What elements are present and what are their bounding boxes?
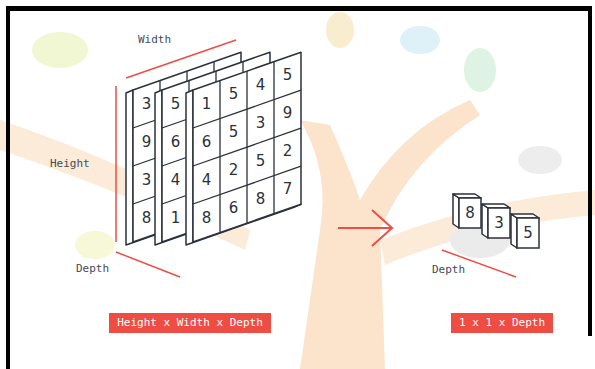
cell-value: 5 <box>256 154 266 169</box>
axis-label: Depth <box>432 264 465 275</box>
cell-value: 9 <box>283 106 293 121</box>
grid-line <box>193 128 301 166</box>
cell-value: 6 <box>229 201 239 216</box>
cell-value: 8 <box>256 192 266 207</box>
cell-value: 4 <box>202 173 212 188</box>
cell-value: 8 <box>202 211 212 226</box>
panel-face <box>193 52 301 242</box>
cell-value: 1 <box>202 97 212 112</box>
cell-value: 6 <box>202 135 212 150</box>
cell-value: 4 <box>256 78 266 93</box>
cell-value: 2 <box>229 163 239 178</box>
cell-value: 8 <box>142 211 152 226</box>
cube-face <box>459 198 481 228</box>
cell-value: 3 <box>256 116 266 131</box>
axis-label: Width <box>138 34 171 45</box>
cell-value: 5 <box>229 87 239 102</box>
box-text: Height x Width x Depth <box>117 316 263 329</box>
cell-value: 3 <box>142 173 152 188</box>
pooled-value: 3 <box>494 216 504 231</box>
cell-value: 5 <box>229 125 239 140</box>
axis-label: Depth <box>76 263 109 274</box>
red-label-box: 1 x 1 x Depth <box>451 313 553 333</box>
arrow-symbol <box>338 210 392 246</box>
cell-value: 5 <box>283 68 293 83</box>
axis-label: Height <box>50 158 90 169</box>
cell-value: 6 <box>171 135 181 150</box>
height-line <box>115 86 117 242</box>
cube-face <box>488 208 510 238</box>
cell-value: 9 <box>142 135 152 150</box>
box-text: 1 x 1 x Depth <box>459 316 545 329</box>
cell-value: 7 <box>283 182 293 197</box>
depth-line <box>116 252 180 277</box>
grid-line <box>193 166 301 204</box>
cell-value: 1 <box>171 211 181 226</box>
cell-value: 5 <box>171 97 181 112</box>
cell-value: 4 <box>171 173 181 188</box>
pooled-value: 8 <box>465 206 475 221</box>
cube-side <box>453 194 459 228</box>
red-label-box: Height x Width x Depth <box>109 313 271 333</box>
cell-value: 2 <box>283 144 293 159</box>
grid-line <box>273 62 274 214</box>
cell-value: 3 <box>142 97 152 112</box>
cube-face <box>517 218 539 248</box>
cube-side <box>482 204 488 238</box>
pooled-value: 5 <box>523 226 533 241</box>
cube-side <box>511 214 517 248</box>
